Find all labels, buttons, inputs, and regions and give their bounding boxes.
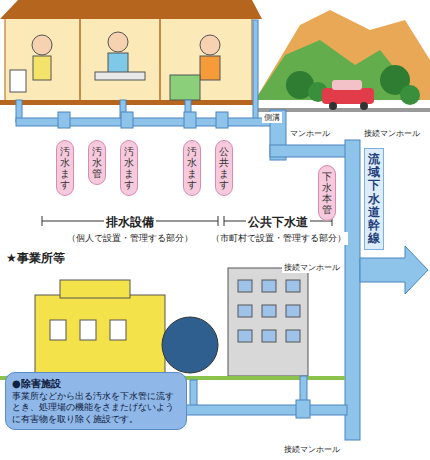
section-label: 公共下水道	[246, 214, 310, 231]
vertical-label: 汚水管	[92, 146, 102, 179]
vertical-label: 汚水ます	[187, 146, 197, 190]
sewer-pipe-tag: 汚水管	[88, 140, 106, 185]
ditch-label: 側溝	[262, 112, 282, 123]
sewer-basin-tag: 汚水ます	[120, 140, 138, 196]
trunk-sewer-band: 流域下水道幹線	[364, 148, 384, 250]
vertical-label: 公共ます	[219, 146, 229, 190]
sewer-basin-tag: 汚水ます	[56, 140, 74, 196]
section-heading: ★事業所等	[4, 250, 67, 267]
manhole-label: 接続マンホール	[282, 444, 342, 455]
manhole-label: 接続マンホール	[362, 128, 422, 139]
vertical-label: 汚水ます	[60, 146, 70, 190]
manhole-label: マンホール	[288, 128, 332, 139]
sewer-basin-tag: 汚水ます	[183, 140, 201, 196]
vertical-label: 流域下水道幹線	[368, 153, 380, 245]
vertical-label: 汚水ます	[124, 146, 134, 190]
vertical-label: 下水本管	[322, 171, 332, 215]
section-label: 排水設備	[104, 214, 156, 231]
callout-heading: ●除害施設	[12, 377, 180, 391]
section-note: （個人で設置・管理する部分）	[65, 232, 195, 245]
section-note: （市町村で設置・管理する部分）	[209, 232, 348, 245]
manhole-label: 接続マンホール	[282, 262, 342, 273]
callout-body: 事業所などから出る汚水を下水管に流すとき、処理場の機能をさまたげないように有害物…	[12, 391, 180, 425]
main-sewer-tag: 下水本管	[318, 165, 336, 221]
callout-box: ●除害施設事業所などから出る汚水を下水管に流すとき、処理場の機能をさまたげないよ…	[5, 372, 187, 430]
public-basin-tag: 公共ます	[215, 140, 233, 196]
